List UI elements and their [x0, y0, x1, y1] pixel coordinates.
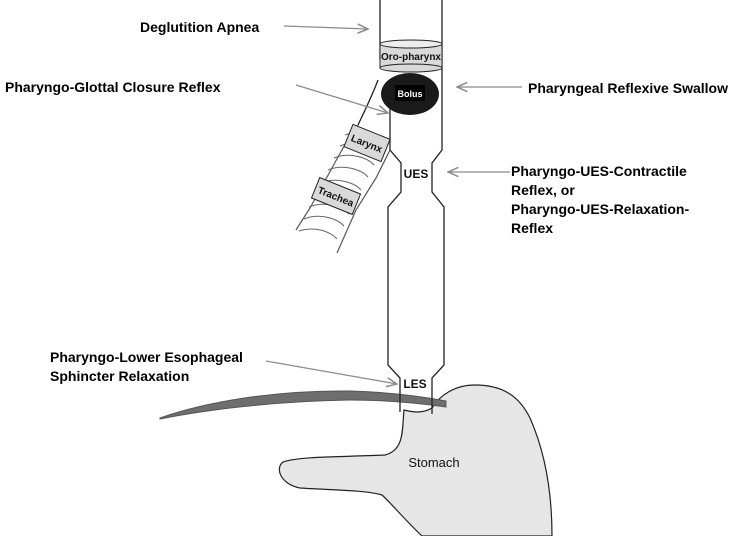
ues-reflex-label-line4: Reflex: [511, 220, 554, 236]
arrow-deglutition-apnea: [283, 26, 368, 29]
deglutition-apnea-label: Deglutition Apnea: [140, 19, 260, 35]
les-relaxation-label-line2: Sphincter Relaxation: [50, 368, 190, 384]
ues-label: UES: [404, 167, 429, 181]
pharyngo-glottal-label: Pharyngo-Glottal Closure Reflex: [5, 79, 221, 95]
ues-reflex-label-line3: Pharyngo-UES-Relaxation-: [511, 201, 690, 217]
esophagus-right-wall: [431, 0, 445, 414]
pharyngeal-swallow-label: Pharyngeal Reflexive Swallow: [528, 80, 728, 96]
stomach-shape: [278, 384, 553, 536]
les-label: LES: [403, 377, 426, 391]
bolus-label-box: [395, 85, 425, 101]
ues-reflex-label-line1: Pharyngo-UES-Contractile: [511, 163, 687, 179]
bolus-label: Bolus: [397, 89, 422, 99]
ues-reflex-label-line2: Reflex, or: [511, 182, 575, 198]
larynx-box: Larynx: [343, 123, 391, 163]
arrow-les-relaxation: [265, 360, 397, 384]
trachea-box: Trachea: [310, 176, 362, 216]
oropharynx-cylinder: Oro-pharynx: [379, 39, 443, 73]
oropharynx-label: Oro-pharynx: [381, 52, 441, 63]
les-relaxation-label-line1: Pharyngo-Lower Esophageal: [50, 349, 243, 365]
diaphragm-band: [159, 390, 447, 420]
arrow-pharyngo-glottal: [295, 84, 388, 113]
stomach-label: Stomach: [408, 455, 459, 470]
